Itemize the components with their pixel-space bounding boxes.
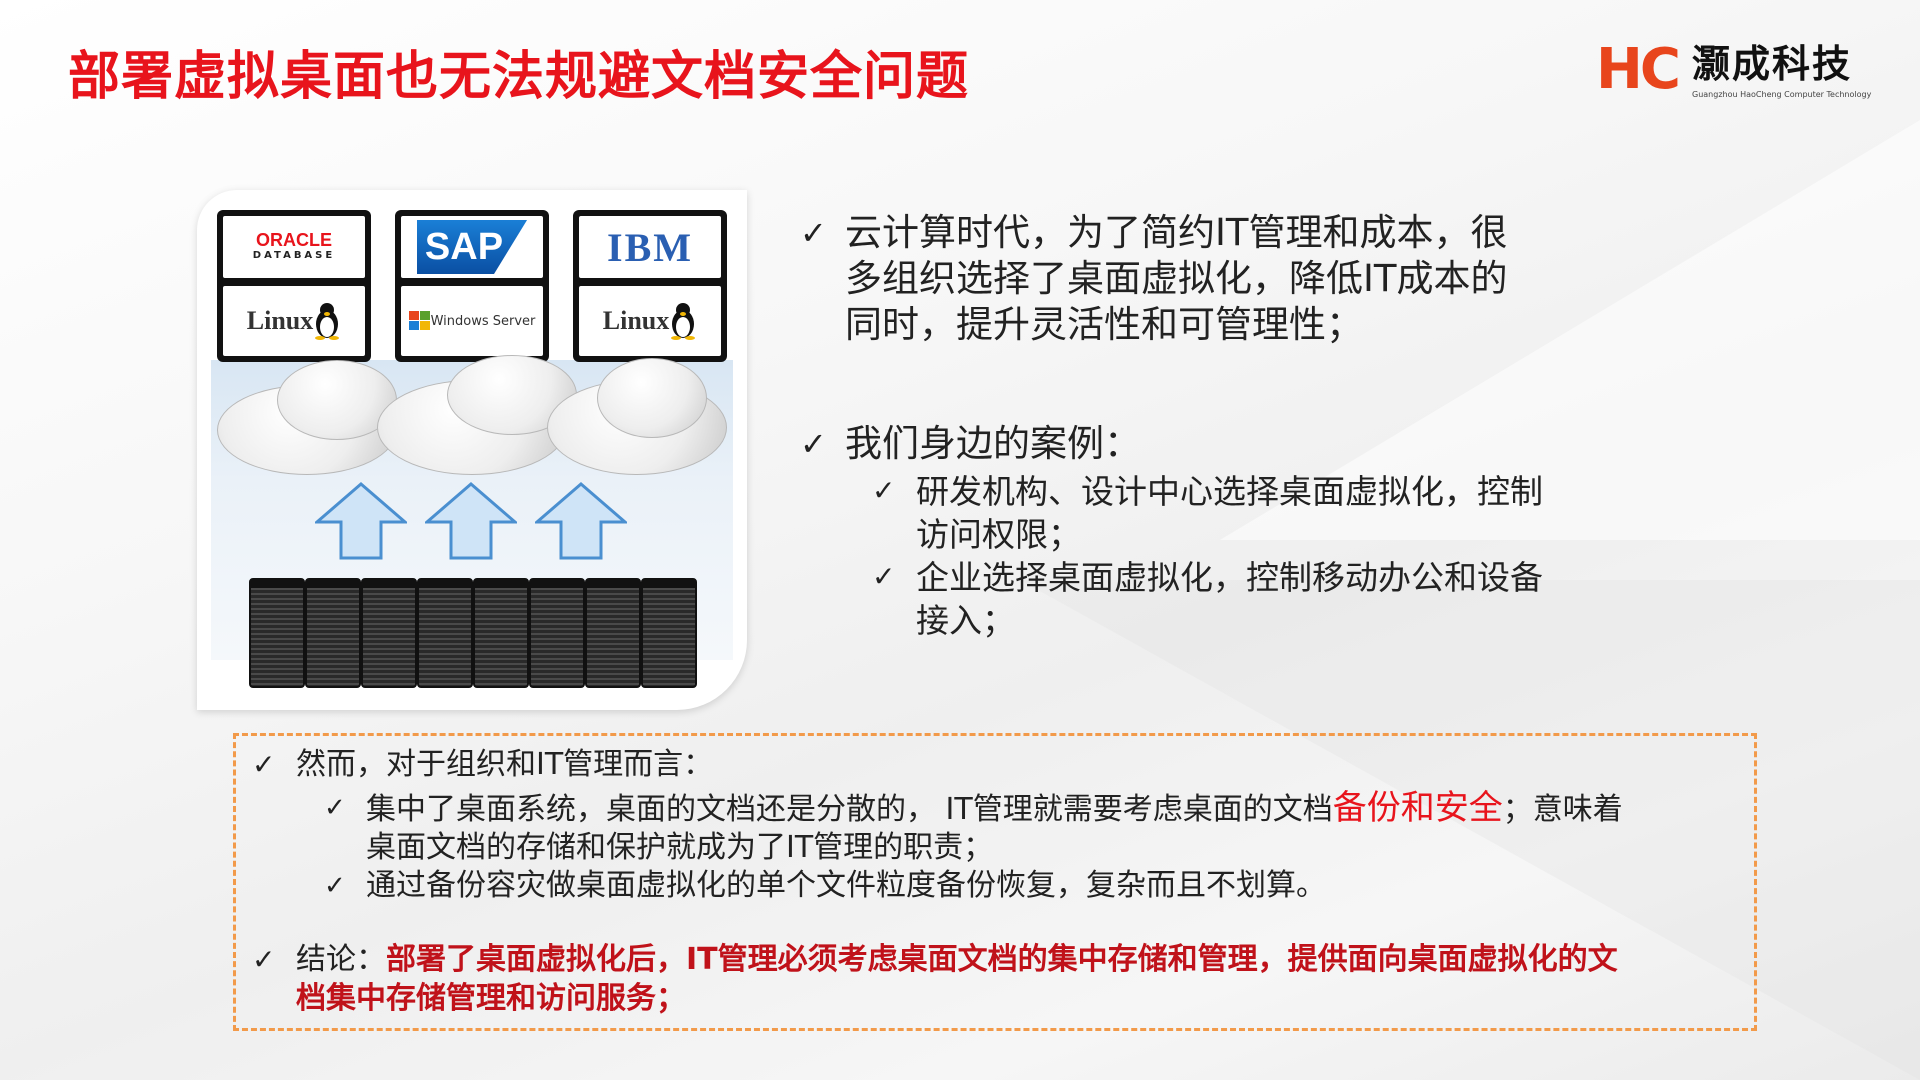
case-line: 接入； bbox=[916, 601, 1015, 640]
up-arrow-icon bbox=[315, 482, 407, 560]
tux-penguin-icon bbox=[315, 303, 340, 340]
conclusion-text: 部署了桌面虚拟化后，IT管理必须考虑桌面文档的集中存储和管理，提供面向桌面虚拟化… bbox=[386, 942, 1618, 977]
database-label: DATABASE bbox=[252, 250, 336, 261]
oracle-database-logo: ORACLE DATABASE bbox=[223, 216, 365, 278]
check-icon: ✓ bbox=[324, 871, 346, 901]
box-item-2: 通过备份容灾做桌面虚拟化的单个文件粒度备份恢复，复杂而且不划算。 bbox=[366, 868, 1326, 903]
server-rack bbox=[473, 578, 529, 688]
server-rack bbox=[529, 578, 585, 688]
server-rack bbox=[585, 578, 641, 688]
highlight-text: 备份和安全 bbox=[1332, 788, 1503, 828]
check-icon: ✓ bbox=[800, 214, 827, 252]
server-rack bbox=[249, 578, 305, 688]
sap-windows-tile: SAP Windows Server bbox=[395, 210, 549, 362]
windows-server-logo: Windows Server bbox=[401, 286, 543, 356]
linux-label: Linux bbox=[602, 306, 670, 335]
server-rack bbox=[417, 578, 473, 688]
up-arrow-icon bbox=[425, 482, 517, 560]
item-text: ；意味着 bbox=[1502, 792, 1623, 827]
case-line: 访问权限； bbox=[916, 515, 1081, 554]
check-icon: ✓ bbox=[800, 425, 827, 463]
cloud-era-paragraph: 云计算时代，为了简约IT管理和成本，很 多组织选择了桌面虚拟化，降低IT成本的 … bbox=[845, 210, 1508, 348]
cloud-shape bbox=[597, 358, 707, 438]
cases-heading: 我们身边的案例： bbox=[845, 422, 1141, 465]
oracle-linux-tile: ORACLE DATABASE Linux bbox=[217, 210, 371, 362]
oracle-label: ORACLE bbox=[256, 230, 332, 250]
item-text: 集中了桌面系统，桌面的文档还是分散的， IT管理就需要考虑桌面的文档 bbox=[366, 792, 1333, 827]
paragraph-line: 云计算时代，为了简约IT管理和成本，很 bbox=[845, 211, 1508, 254]
box-item-1: 集中了桌面系统，桌面的文档还是分散的， IT管理就需要考虑桌面的文档备份和安全；… bbox=[366, 789, 1623, 829]
windows-server-label: Windows Server bbox=[430, 313, 536, 329]
summary-box: ✓ 然而，对于组织和IT管理而言： ✓ 集中了桌面系统，桌面的文档还是分散的， … bbox=[233, 733, 1757, 1031]
server-rack bbox=[361, 578, 417, 688]
logo-english-name: Guangzhou HaoCheng Computer Technology bbox=[1692, 90, 1872, 99]
ibm-label: IBM bbox=[607, 224, 693, 270]
paragraph-line: 同时，提升灵活性和可管理性； bbox=[845, 303, 1363, 346]
server-rack bbox=[641, 578, 697, 688]
sap-logo: SAP bbox=[401, 216, 543, 278]
case-item-enterprise: 企业选择桌面虚拟化，控制移动办公和设备 接入； bbox=[916, 556, 1543, 642]
server-rack bbox=[305, 578, 361, 688]
check-icon: ✓ bbox=[324, 793, 346, 823]
windows-flag-icon bbox=[408, 311, 430, 330]
check-icon: ✓ bbox=[252, 943, 276, 976]
case-line: 研发机构、设计中心选择桌面虚拟化，控制 bbox=[916, 472, 1543, 511]
box-item-1-line2: 桌面文档的存储和保护就成为了IT管理的职责； bbox=[366, 830, 994, 865]
conclusion-line2: 档集中存储管理和访问服务； bbox=[296, 981, 686, 1016]
linux-logo: Linux bbox=[579, 286, 721, 356]
logo-mark: HC bbox=[1596, 37, 1681, 102]
box-heading: 然而，对于组织和IT管理而言： bbox=[296, 747, 714, 782]
sap-label: SAP bbox=[416, 220, 528, 274]
company-logo: HC 灏成科技 Guangzhou HaoCheng Computer Tech… bbox=[1596, 38, 1878, 108]
up-arrow-icon bbox=[535, 482, 627, 560]
cloud-architecture-illustration: ORACLE DATABASE Linux SAP bbox=[197, 190, 747, 710]
linux-logo: Linux bbox=[223, 286, 365, 356]
conclusion: 结论：部署了桌面虚拟化后，IT管理必须考虑桌面文档的集中存储和管理，提供面向桌面… bbox=[296, 941, 1618, 979]
case-item-rd: 研发机构、设计中心选择桌面虚拟化，控制 访问权限； bbox=[916, 470, 1543, 556]
linux-label: Linux bbox=[246, 306, 314, 335]
ibm-logo: IBM bbox=[579, 216, 721, 278]
slide-title: 部署虚拟桌面也无法规避文档安全问题 bbox=[68, 47, 970, 107]
logo-chinese-name: 灏成科技 bbox=[1692, 42, 1853, 86]
tux-penguin-icon bbox=[671, 303, 696, 340]
check-icon: ✓ bbox=[872, 560, 896, 593]
case-line: 企业选择桌面虚拟化，控制移动办公和设备 bbox=[916, 558, 1543, 597]
conclusion-label: 结论： bbox=[296, 942, 386, 977]
ibm-linux-tile: IBM Linux bbox=[573, 210, 727, 362]
check-icon: ✓ bbox=[252, 748, 276, 781]
check-icon: ✓ bbox=[872, 474, 896, 507]
paragraph-line: 多组织选择了桌面虚拟化，降低IT成本的 bbox=[845, 257, 1508, 300]
